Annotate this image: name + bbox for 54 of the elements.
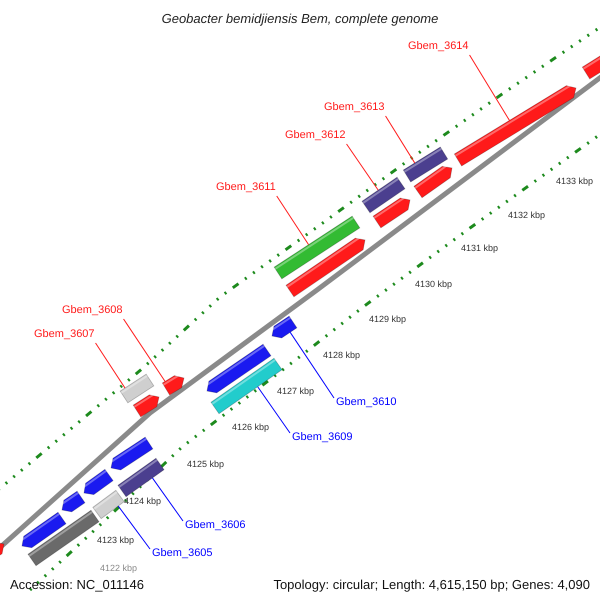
gene-block-pointed (108, 436, 154, 470)
position-label: 4122 kbp (100, 563, 138, 574)
gene-label: Gbem_3605 (152, 547, 213, 560)
leader-line (123, 318, 166, 382)
gene-block-pointed (204, 344, 272, 394)
gene-label: Gbem_3609 (292, 431, 353, 444)
position-label: 4126 kbp (232, 422, 270, 433)
gene-block (274, 216, 360, 280)
gene-block (361, 176, 406, 214)
gene-block-pointed (454, 82, 576, 167)
position-label: 4128 kbp (323, 350, 360, 361)
gene-label: Gbem_3607 (34, 328, 95, 341)
position-label: 4133 kbp (556, 176, 594, 187)
gene-block (117, 458, 165, 498)
position-label: 4124 kbp (124, 496, 162, 507)
gene-block-pointed (268, 316, 298, 338)
leader-line (385, 116, 416, 164)
leader-line (95, 342, 126, 388)
leader-line (118, 506, 150, 550)
gene-block-pointed (582, 52, 600, 80)
gene-block-pointed (80, 468, 114, 496)
gene-label: Gbem_3610 (336, 396, 397, 409)
gene-block (92, 490, 125, 520)
gene-block-pointed (18, 512, 67, 548)
leader-line (346, 144, 379, 191)
diagram-title: Geobacter bemidjiensis Bem, complete genome (162, 10, 438, 28)
genome-summary: Topology: circular; Length: 4,615,150 bp; Genes: 4,090 (273, 577, 590, 593)
position-label: 4129 kbp (369, 314, 406, 325)
position-label: 4127 kbp (277, 386, 314, 397)
gene-block-pointed (286, 235, 366, 298)
gene-block (120, 374, 154, 404)
gene-label: Gbem_3613 (324, 101, 385, 114)
leader-line (290, 332, 334, 398)
gene-block-pointed (413, 163, 452, 198)
gene-label: Gbem_3606 (185, 519, 246, 532)
position-label: 4123 kbp (97, 535, 134, 546)
gene-block (402, 146, 448, 182)
gene-block-pointed (372, 195, 410, 228)
leader-line (276, 196, 310, 246)
accession-text: Accession: NC_011146 (10, 577, 144, 593)
position-label: 4132 kbp (508, 210, 546, 221)
leader-line (257, 386, 290, 434)
position-label: 4130 kbp (415, 279, 452, 290)
gene-label: Gbem_3612 (285, 129, 346, 142)
gene-block-pointed (132, 392, 160, 418)
gene-block-pointed (58, 490, 86, 512)
position-label: 4125 kbp (187, 459, 224, 470)
leader-line (469, 54, 510, 121)
gene-label: Gbem_3608 (62, 304, 123, 317)
position-label: 4131 kbp (461, 243, 498, 254)
leader-line (152, 477, 184, 522)
gene-label: Gbem_3614 (408, 40, 469, 53)
gene-block-pointed (162, 372, 184, 396)
gene-label: Gbem_3611 (216, 181, 276, 194)
